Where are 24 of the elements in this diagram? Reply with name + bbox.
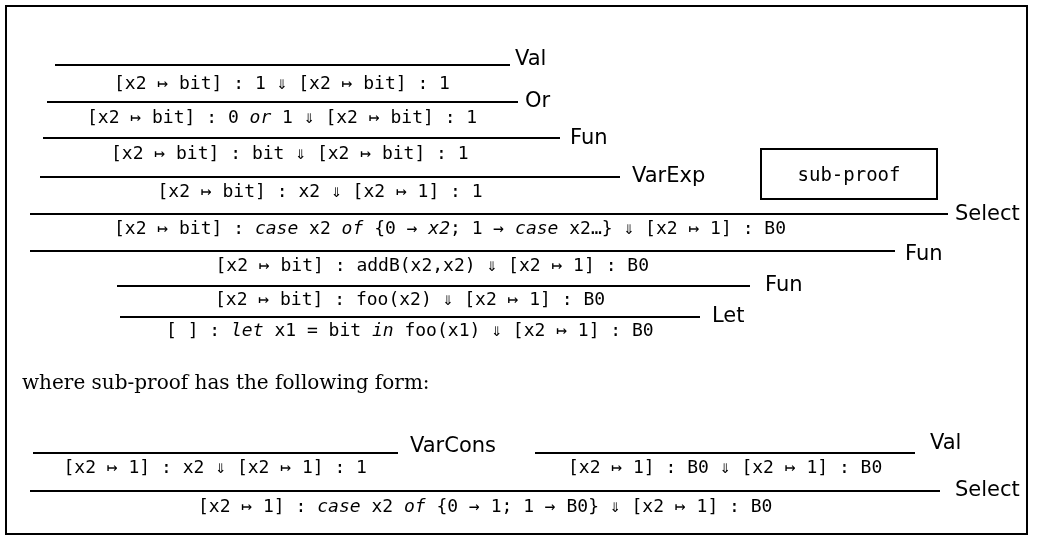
rule-name: Fun	[765, 272, 803, 296]
rule-name: VarExp	[632, 163, 706, 187]
rule-name: Fun	[905, 241, 943, 265]
rule-name: Let	[712, 303, 745, 327]
judgment-formula: [x2 ↦ bit] : foo(x2) ⇓ [x2 ↦ 1] : B0	[215, 287, 606, 311]
judgment-formula: [ ] : let x1 = bit in foo(x1) ⇓ [x2 ↦ 1] : B0	[166, 318, 654, 342]
judgment-formula: [x2 ↦ bit] : addB(x2,x2) ⇓ [x2 ↦ 1] : B0	[215, 253, 649, 277]
note-text: where sub-proof has the following form:	[22, 370, 430, 394]
judgment-formula: [x2 ↦ 1] : B0 ⇓ [x2 ↦ 1] : B0	[568, 455, 883, 479]
judgment-formula: [x2 ↦ 1] : case x2 of {0 → 1; 1 → B0} ⇓ [x2 ↦ 1] : B0	[198, 494, 773, 518]
rule-name: Val	[930, 430, 962, 454]
judgment-formula: [x2 ↦ 1] : x2 ⇓ [x2 ↦ 1] : 1	[63, 455, 367, 479]
rule-name: Or	[525, 88, 551, 112]
judgment-formula: [x2 ↦ bit] : 1 ⇓ [x2 ↦ bit] : 1	[114, 71, 450, 95]
rule-name: VarCons	[410, 433, 496, 457]
rule-name: Fun	[570, 125, 608, 149]
judgment-formula: [x2 ↦ bit] : x2 ⇓ [x2 ↦ 1] : 1	[157, 179, 483, 203]
rule-name: Select	[955, 477, 1020, 501]
judgment-formula: [x2 ↦ bit] : case x2 of {0 → x2; 1 → case x2…} ⇓ [x2 ↦ 1] : B0	[114, 216, 786, 240]
sub-proof-box: sub-proof	[760, 148, 938, 200]
rule-name: Select	[955, 201, 1020, 225]
judgment-formula: [x2 ↦ bit] : bit ⇓ [x2 ↦ bit] : 1	[111, 141, 469, 165]
rule-name: Val	[515, 46, 547, 70]
judgment-formula: [x2 ↦ bit] : 0 or 1 ⇓ [x2 ↦ bit] : 1	[87, 105, 478, 129]
